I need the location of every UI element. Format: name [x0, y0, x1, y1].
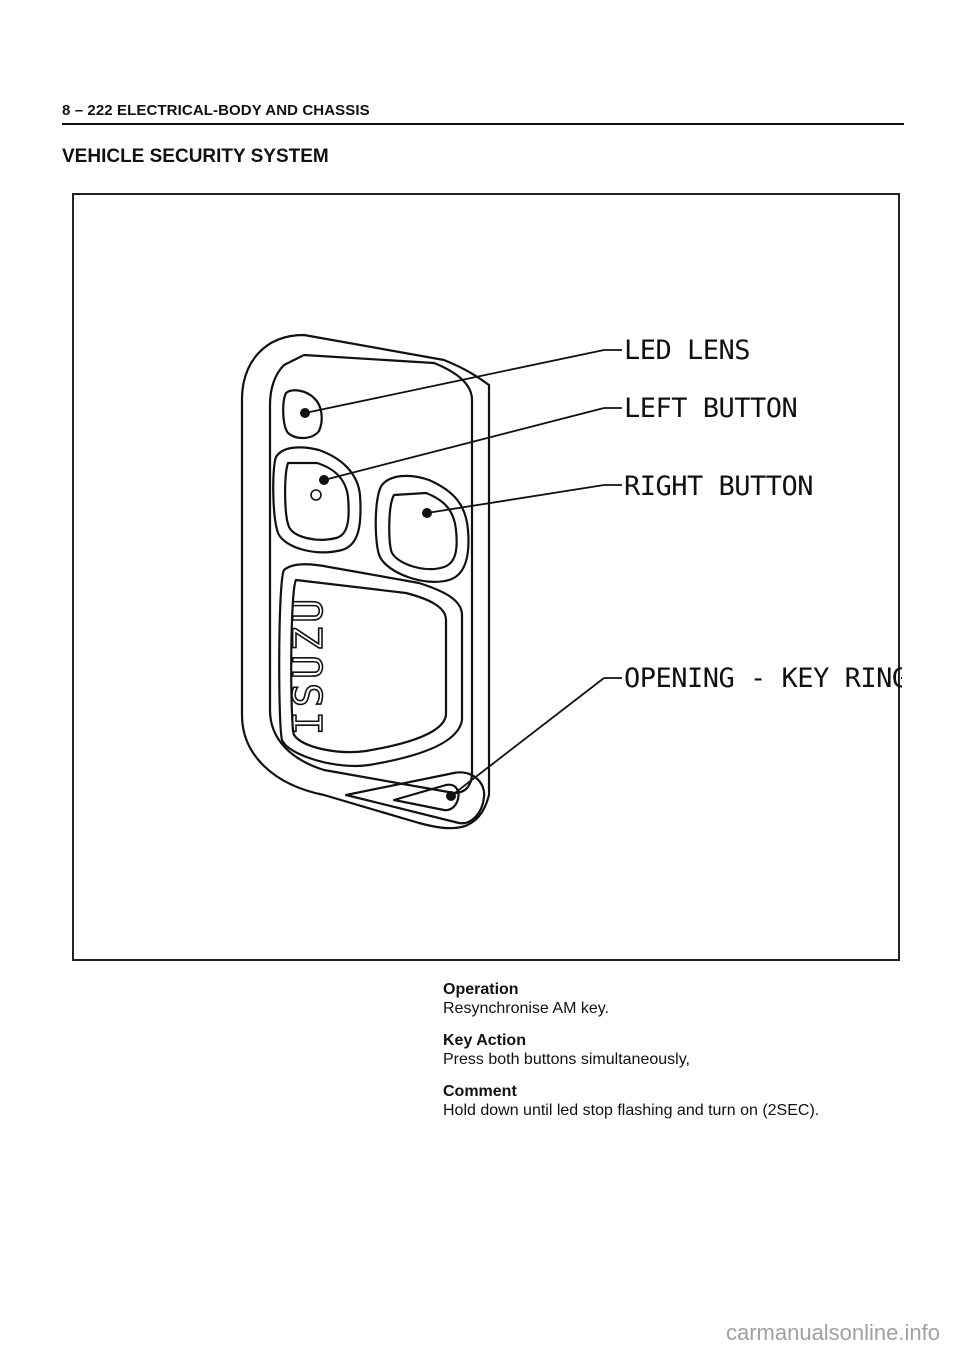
isuzu-logo: ISUZU [286, 595, 332, 735]
key-ring-lobe [344, 771, 486, 825]
dot-left-button [319, 475, 329, 485]
note-text: Resynchronise AM key. [443, 1000, 609, 1017]
note-comment: Comment Hold down until led stop flashin… [443, 1082, 819, 1120]
fob-outer-body [240, 333, 491, 830]
key-fob-diagram: ISUZU LED LENS LEFT BUTTON RIGHT BUTTON … [240, 333, 902, 830]
note-heading: Key Action [443, 1032, 526, 1049]
small-ring-icon [310, 489, 322, 501]
note-text: Press both buttons simultaneously, [443, 1051, 690, 1068]
operation-notes: Operation Resynchronise AM key. Key Acti… [443, 980, 819, 1133]
left-button [272, 446, 362, 554]
dot-key-ring [446, 791, 456, 801]
header-rule [62, 123, 904, 125]
key-fob-figure: ISUZU LED LENS LEFT BUTTON RIGHT BUTTON … [72, 193, 902, 961]
callout-left-button: LEFT BUTTON [624, 393, 797, 424]
callout-key-ring: OPENING - KEY RING [624, 663, 902, 694]
leader-right-button [426, 484, 605, 514]
leader-led-lens [304, 349, 605, 414]
callout-right-button: RIGHT BUTTON [624, 471, 813, 502]
note-heading: Operation [443, 981, 519, 998]
led-lens [282, 389, 323, 440]
section-title: VEHICLE SECURITY SYSTEM [62, 146, 329, 167]
note-operation: Operation Resynchronise AM key. [443, 980, 819, 1018]
watermark: carmanualsonline.info [725, 1320, 940, 1345]
note-key-action: Key Action Press both buttons simultaneo… [443, 1031, 819, 1069]
logo-panel [278, 563, 464, 768]
note-heading: Comment [443, 1083, 517, 1100]
note-text: Hold down until led stop flashing and tu… [443, 1102, 820, 1119]
fob-inner-outline [268, 353, 474, 795]
leader-left-button [323, 407, 605, 481]
leader-key-ring [450, 677, 605, 797]
page-header: 8 – 222 ELECTRICAL-BODY AND CHASSIS [62, 102, 370, 119]
right-button [374, 474, 470, 583]
dot-right-button [422, 508, 432, 518]
dot-led-lens [300, 408, 310, 418]
callout-led-lens: LED LENS [624, 335, 750, 366]
